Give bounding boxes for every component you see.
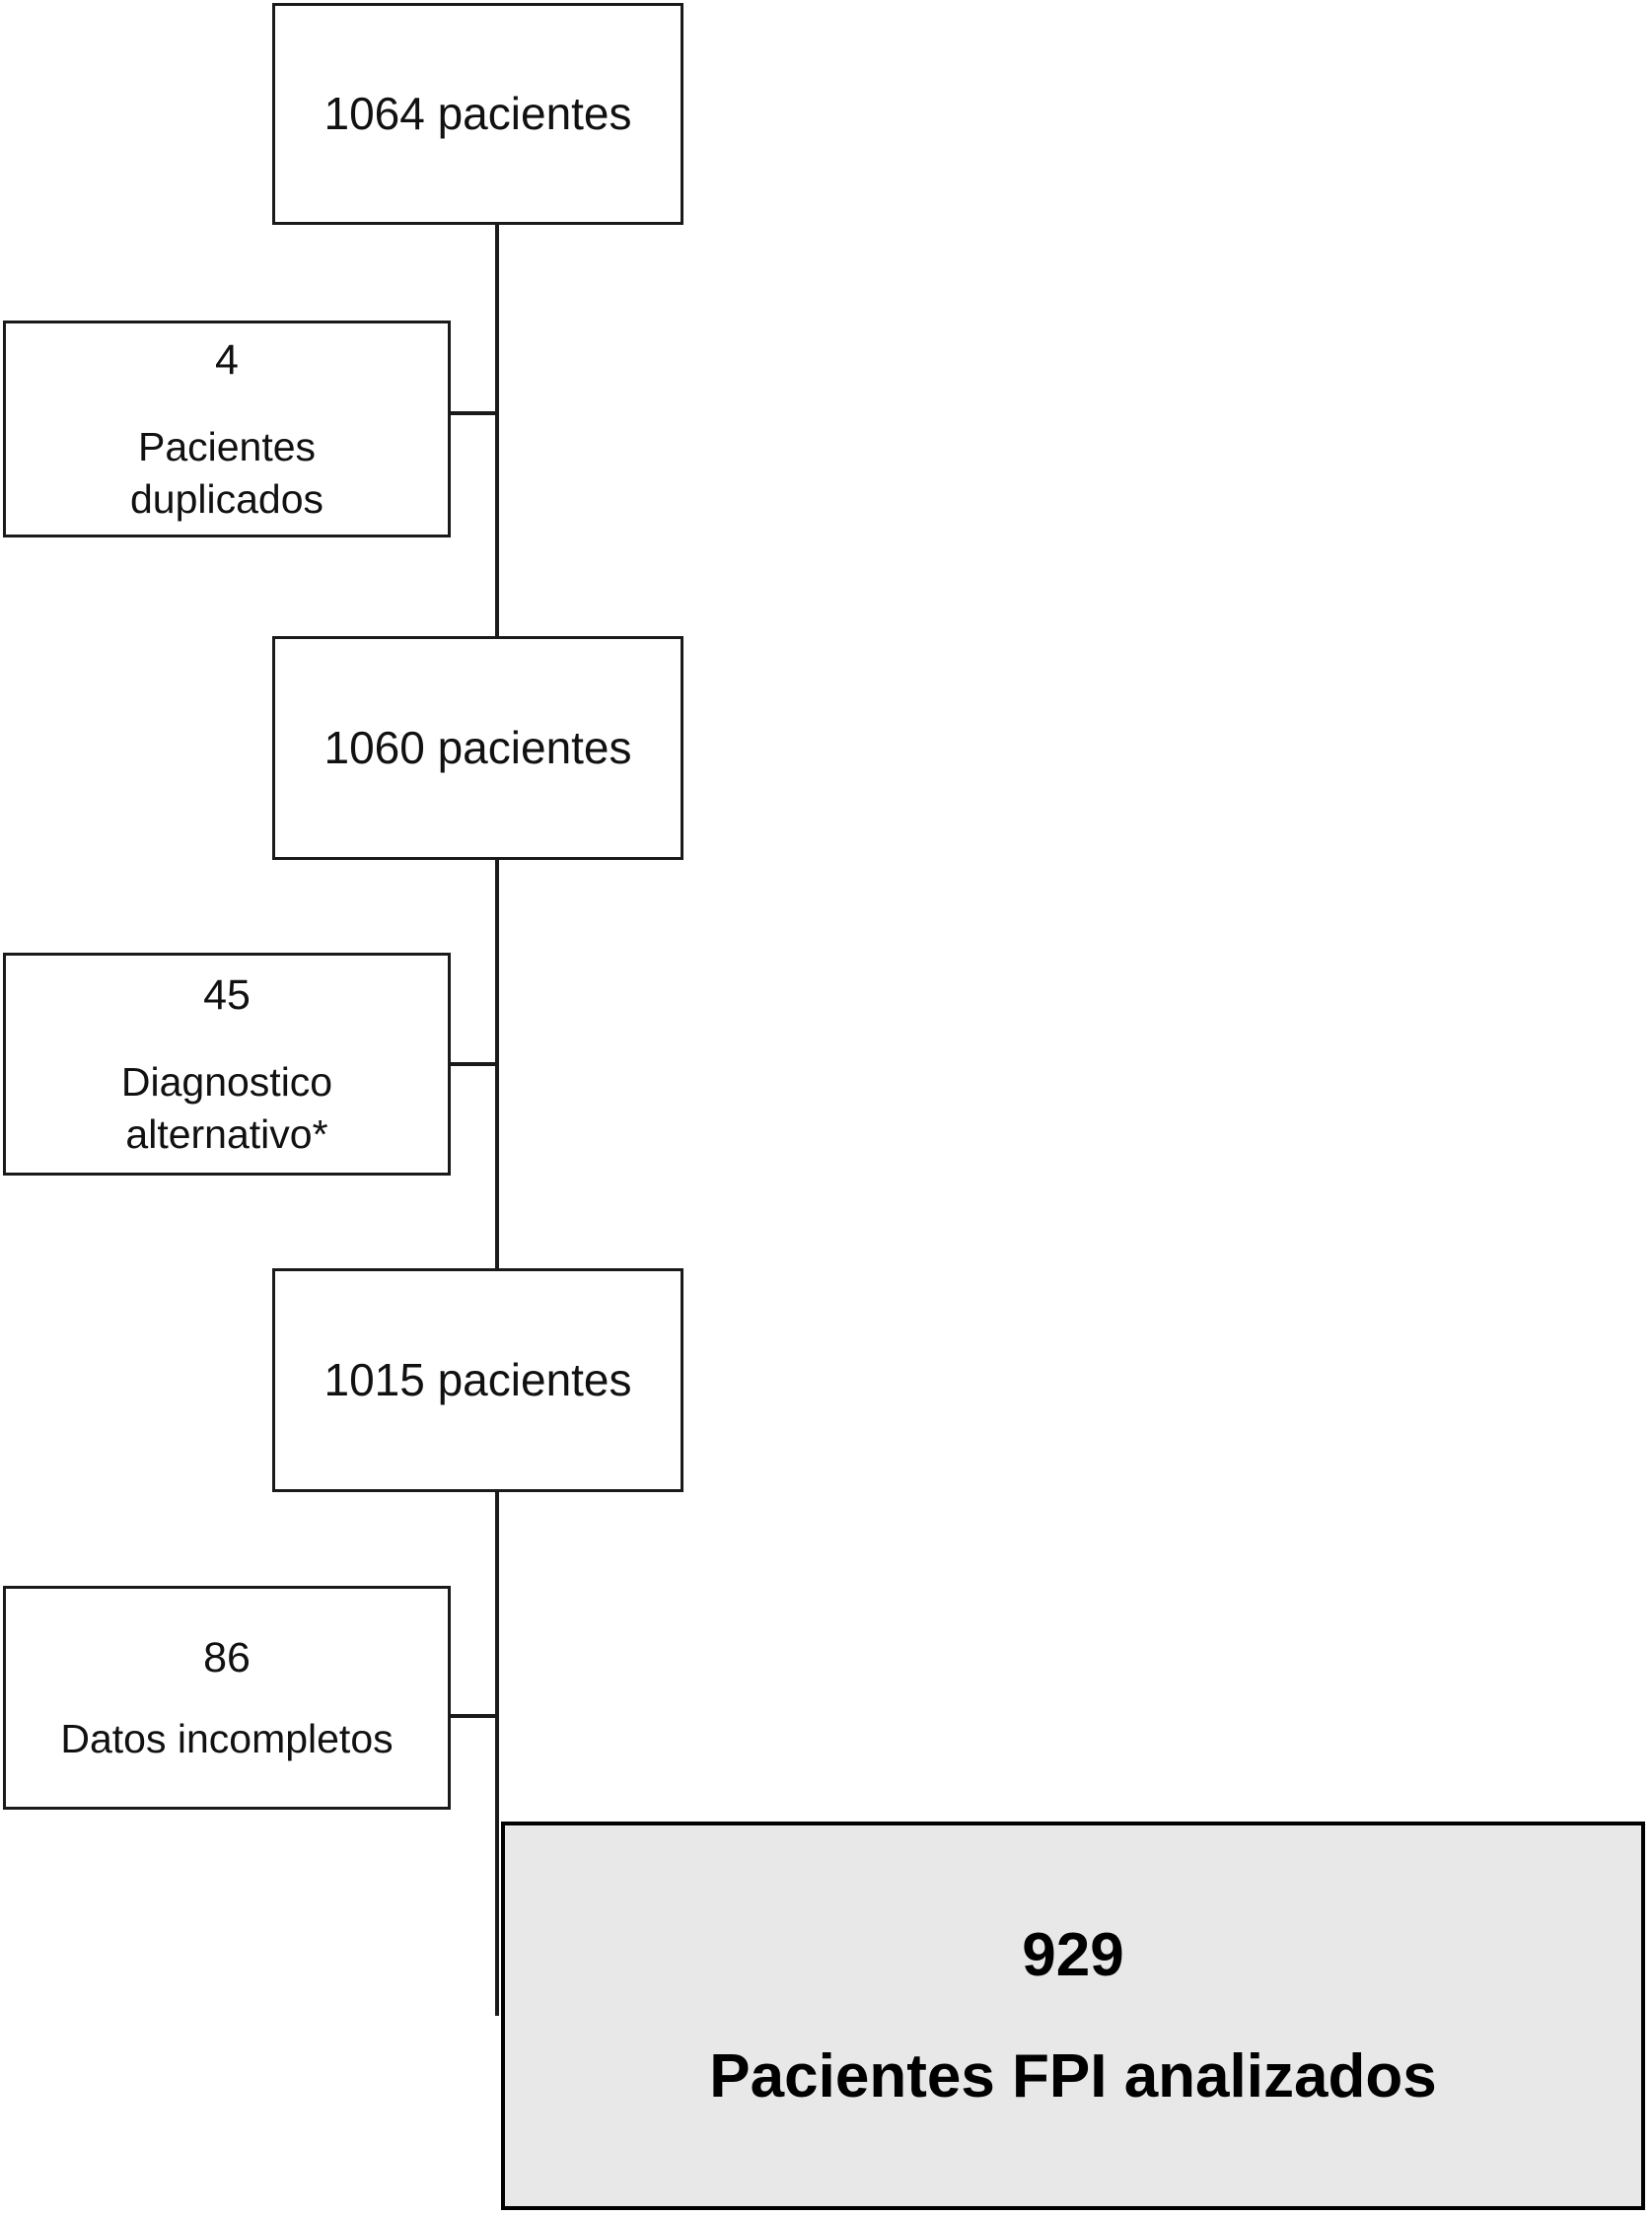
node-exclusion-duplicados[interactable]: 4 Pacientes duplicados <box>3 321 451 537</box>
node-total-patients-label: 1064 pacientes <box>323 88 632 140</box>
node-after-alt-diagnosis-label: 1015 pacientes <box>323 1354 632 1406</box>
node-exclusion-duplicados-count: 4 <box>215 336 239 385</box>
node-exclusion-datos-incompletos-reason: Datos incompletos <box>60 1715 394 1761</box>
node-exclusion-diagnostico-reason: Diagnostico alternativo* <box>120 1059 333 1157</box>
node-exclusion-diagnostico[interactable]: 45 Diagnostico alternativo* <box>3 953 451 1176</box>
node-exclusion-datos-incompletos[interactable]: 86 Datos incompletos <box>3 1586 451 1810</box>
node-total-patients[interactable]: 1064 pacientes <box>272 3 683 225</box>
connector-exclusion-diagnostico <box>449 1062 497 1066</box>
node-after-duplicates[interactable]: 1060 pacientes <box>272 636 683 860</box>
node-exclusion-datos-incompletos-count: 86 <box>203 1633 251 1681</box>
connector-total-to-1060 <box>495 224 499 638</box>
node-after-alt-diagnosis[interactable]: 1015 pacientes <box>272 1268 683 1492</box>
connector-exclusion-duplicados <box>449 411 497 415</box>
connector-1015-to-final <box>495 1491 499 2016</box>
connector-exclusion-datos <box>449 1714 497 1718</box>
node-exclusion-duplicados-reason: Pacientes duplicados <box>129 424 324 522</box>
node-after-duplicates-label: 1060 pacientes <box>323 722 632 774</box>
connector-1060-to-1015 <box>495 858 499 1270</box>
node-exclusion-diagnostico-count: 45 <box>203 971 251 1020</box>
node-final-count: 929 <box>1022 1920 1124 1989</box>
node-final-analyzed-patients[interactable]: 929 Pacientes FPI analizados <box>501 1822 1645 2210</box>
node-final-label: Pacientes FPI analizados <box>709 2042 1437 2110</box>
